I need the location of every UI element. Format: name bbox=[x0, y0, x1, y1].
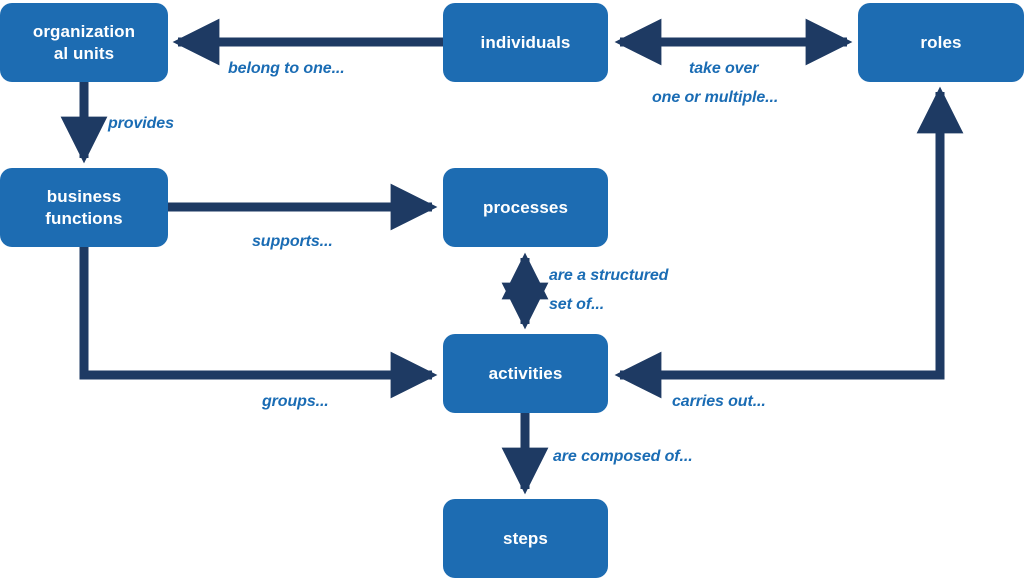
node-organizational-units[interactable]: organization al units bbox=[0, 3, 168, 82]
node-steps[interactable]: steps bbox=[443, 499, 608, 578]
edge-label-groups: groups... bbox=[262, 393, 329, 410]
node-roles-label: roles bbox=[920, 32, 962, 52]
edge-label-carries-out: carries out... bbox=[672, 393, 766, 410]
node-activities-label: activities bbox=[488, 363, 563, 383]
node-activities[interactable]: activities bbox=[443, 334, 608, 413]
edge-label-are-a-structured: are a structured bbox=[549, 267, 669, 284]
node-steps-label: steps bbox=[503, 528, 548, 548]
node-business-functions-label: business functions bbox=[45, 187, 123, 228]
node-processes-label: processes bbox=[482, 197, 568, 217]
node-processes[interactable]: processes bbox=[443, 168, 608, 247]
edge-label-set-of: set of... bbox=[549, 296, 605, 313]
node-business-functions[interactable]: business functions bbox=[0, 168, 168, 247]
edge-label-are-composed-of: are composed of... bbox=[553, 448, 693, 465]
node-organizational-units-label: organization al units bbox=[32, 22, 136, 63]
node-roles[interactable]: roles bbox=[858, 3, 1024, 82]
edge-label-supports: supports... bbox=[252, 233, 333, 250]
edge-label-take-over: take over bbox=[689, 60, 759, 77]
edge-label-one-or-multiple: one or multiple... bbox=[652, 89, 779, 106]
edge-roles-to-activities bbox=[614, 92, 945, 399]
edge-label-provides: provides bbox=[108, 115, 174, 132]
node-individuals[interactable]: individuals bbox=[443, 3, 608, 82]
edge-business-functions-to-activities bbox=[79, 247, 438, 399]
node-individuals-label: individuals bbox=[480, 32, 571, 52]
edge-label-belong-to-one: belong to one... bbox=[228, 60, 345, 77]
